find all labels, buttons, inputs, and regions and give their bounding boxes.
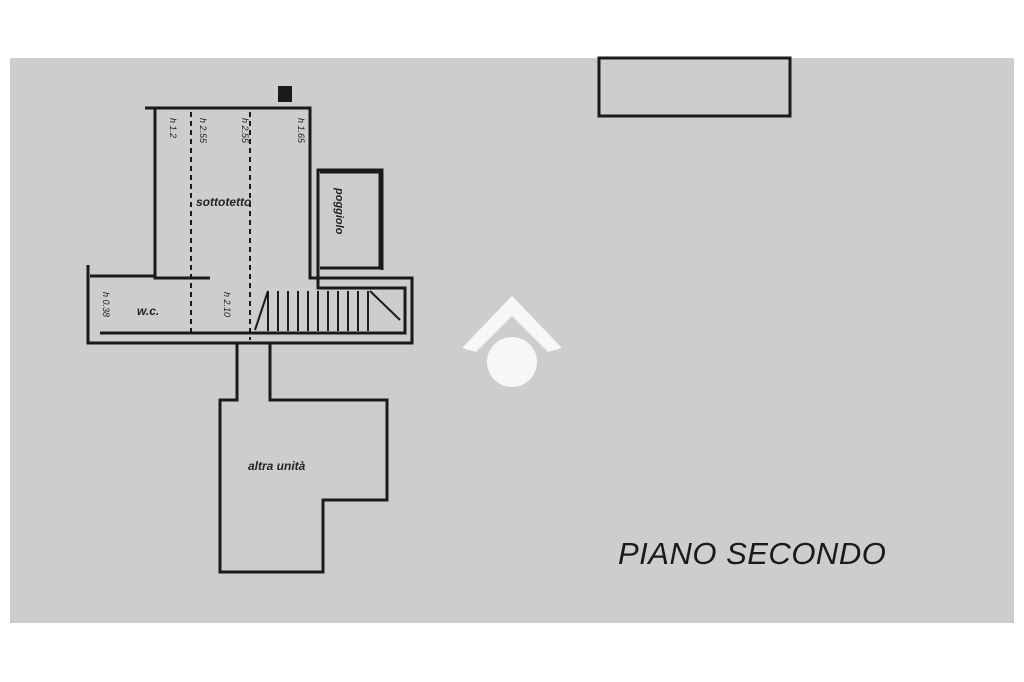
chimney xyxy=(278,86,292,102)
room-label-balcony: poggiolo xyxy=(333,187,345,235)
height-label: h 2.55 xyxy=(198,118,208,144)
room-label-other-unit: altra unità xyxy=(248,459,306,473)
other-unit-outline xyxy=(218,343,389,574)
room-label-attic: sottotetto xyxy=(196,195,251,209)
height-label: h 2.55 xyxy=(240,118,250,144)
height-label: h 1.2 xyxy=(168,118,178,138)
floor-title: PIANO SECONDO xyxy=(618,536,887,571)
house-logo-icon xyxy=(462,296,562,387)
height-label: h 2.10 xyxy=(222,292,232,317)
staircase xyxy=(254,290,401,331)
height-label: h 0.38 xyxy=(101,292,111,317)
upper-unit-outline xyxy=(597,56,792,118)
height-label: h 1.65 xyxy=(296,118,306,144)
balcony-outline xyxy=(320,170,382,270)
room-label-wc: w.c. xyxy=(137,304,159,318)
